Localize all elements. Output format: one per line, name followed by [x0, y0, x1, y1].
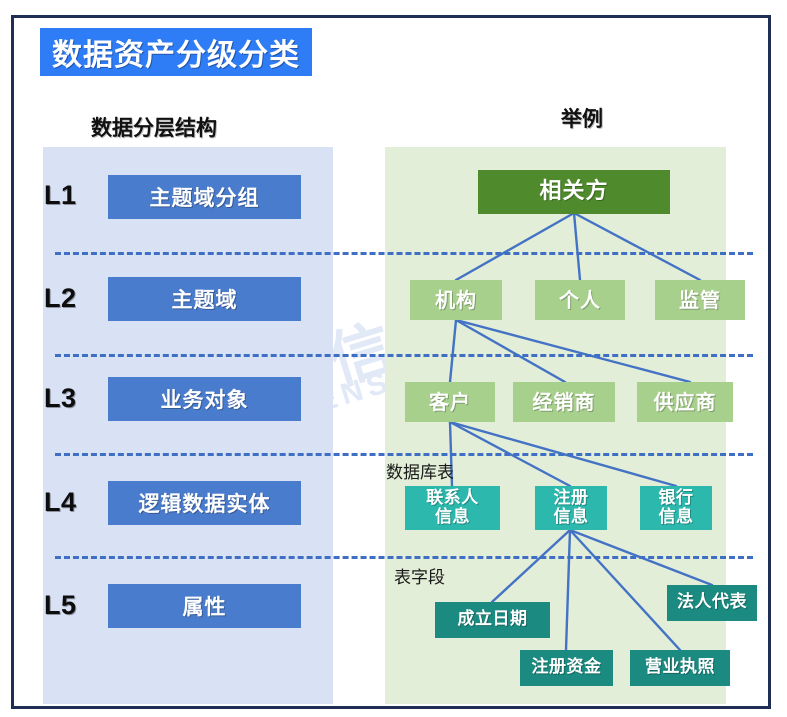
level-box-l5[interactable]: 属性	[108, 584, 301, 628]
tree-node-l2-2[interactable]: 个人	[535, 280, 625, 320]
tree-node-l4-3-line2: 信息	[658, 507, 694, 527]
divider-l1-l2	[55, 252, 753, 255]
level-code-l5: L5	[44, 590, 77, 620]
title-banner: 数据资产分级分类	[40, 28, 312, 76]
page-title: 数据资产分级分类	[52, 38, 300, 73]
level-code-l1: L1	[44, 180, 77, 210]
divider-l3-l4	[55, 453, 753, 456]
annotation-database-table: 数据库表	[386, 463, 454, 483]
annotation-table-field: 表字段	[394, 568, 445, 588]
tree-node-l2-3[interactable]: 监管	[655, 280, 745, 320]
slide-frame-border	[11, 15, 771, 709]
tree-node-l5-1[interactable]: 成立日期	[435, 602, 550, 638]
tree-node-l3-1[interactable]: 客户	[405, 382, 495, 422]
level-box-l2[interactable]: 主题域	[108, 277, 301, 321]
tree-node-l4-2-line2: 信息	[553, 507, 589, 527]
tree-node-l5-3[interactable]: 注册资金	[520, 650, 613, 686]
tree-node-l4-2[interactable]: 注册 信息	[535, 486, 607, 530]
level-box-l1[interactable]: 主题域分组	[108, 175, 301, 219]
level-code-l2: L2	[44, 283, 77, 313]
level-box-l3[interactable]: 业务对象	[108, 377, 301, 421]
right-column-heading: 举例	[561, 107, 603, 131]
tree-node-l4-3-line1: 银行	[658, 487, 694, 508]
tree-node-l4-1-line1: 联系人	[426, 487, 479, 508]
tree-node-l4-2-line1: 注册	[553, 487, 589, 508]
level-code-l4: L4	[44, 487, 77, 517]
level-code-l3: L3	[44, 383, 77, 413]
tree-node-l3-3[interactable]: 供应商	[637, 382, 733, 422]
tree-node-l2-1[interactable]: 机构	[410, 280, 502, 320]
left-column-heading: 数据分层结构	[91, 116, 217, 140]
tree-node-l3-2[interactable]: 经销商	[513, 382, 615, 422]
tree-node-root[interactable]: 相关方	[478, 170, 670, 214]
tree-node-l5-4[interactable]: 营业执照	[630, 650, 730, 686]
tree-node-l4-3[interactable]: 银行 信息	[640, 486, 712, 530]
tree-node-l5-2[interactable]: 法人代表	[667, 585, 757, 621]
level-box-l4[interactable]: 逻辑数据实体	[108, 481, 301, 525]
divider-l4-l5	[55, 556, 753, 559]
divider-l2-l3	[55, 354, 753, 357]
tree-node-l4-1[interactable]: 联系人 信息	[405, 486, 500, 530]
tree-node-l4-1-line2: 信息	[435, 507, 470, 527]
